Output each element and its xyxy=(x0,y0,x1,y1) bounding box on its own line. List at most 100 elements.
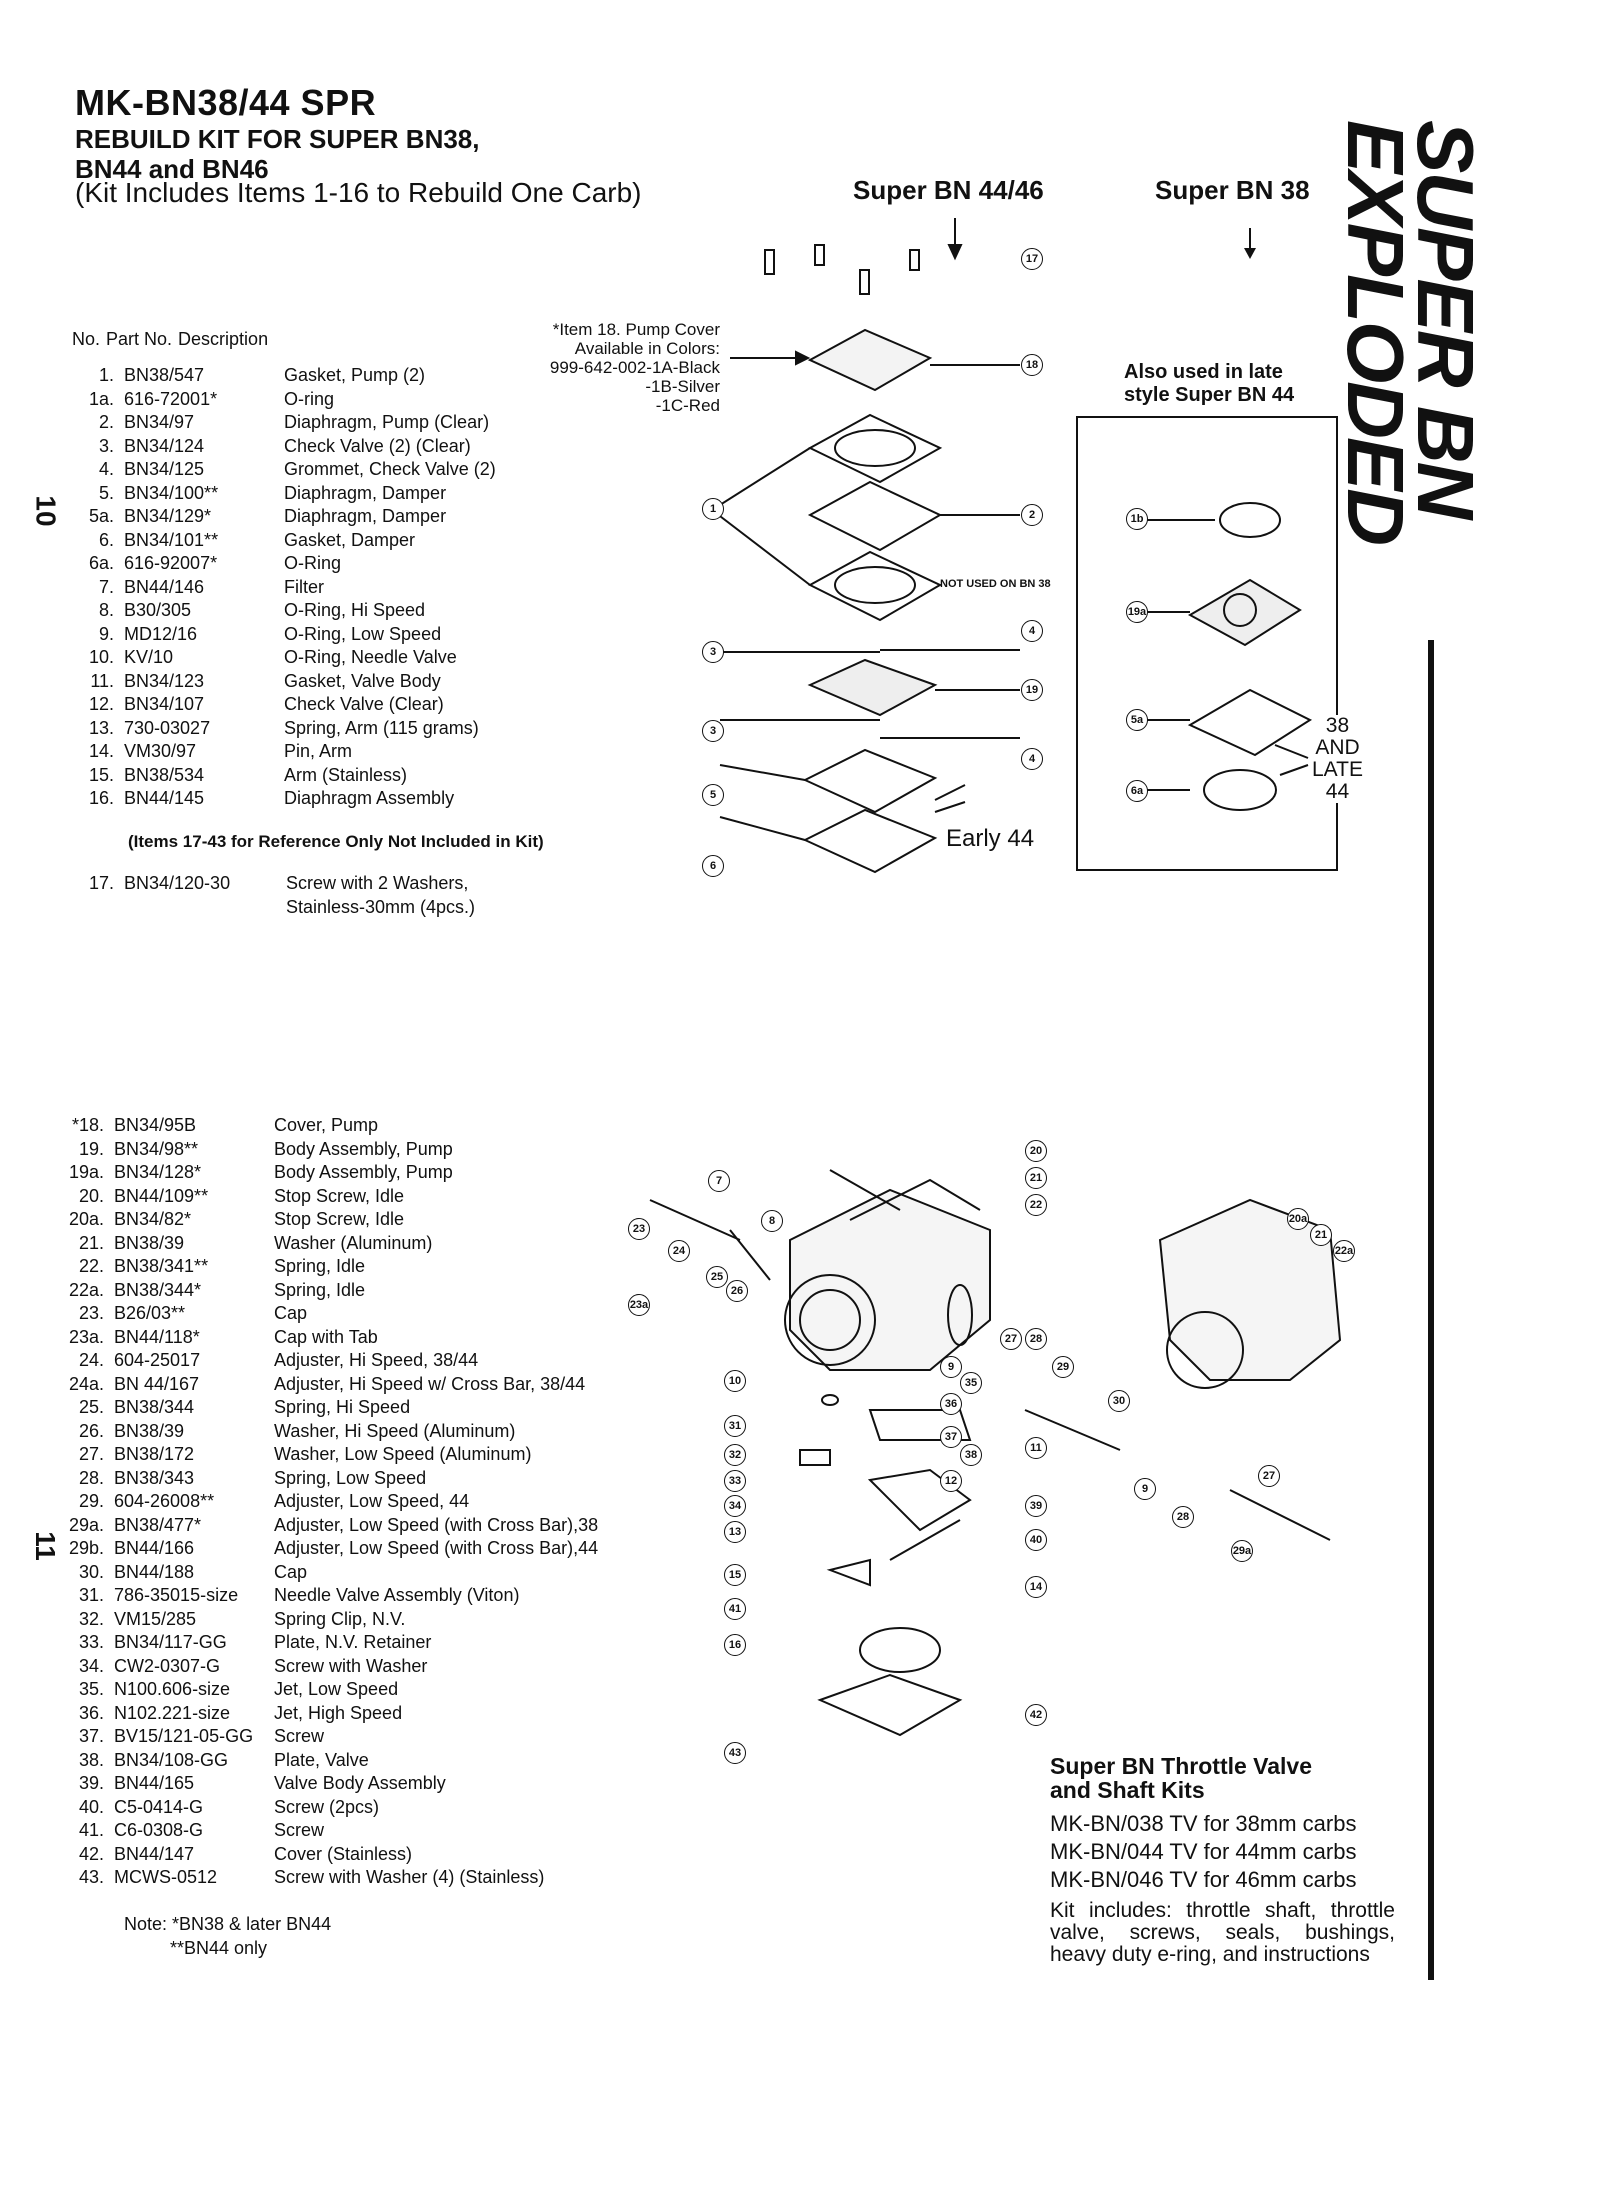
item-part: BN44/109** xyxy=(114,1185,209,1206)
callout-22: 22 xyxy=(1025,1194,1047,1216)
item-desc: Check Valve (2) (Clear) xyxy=(284,435,471,456)
footnote: Note: *BN38 & later BN44 **BN44 only xyxy=(124,1912,331,1960)
kit-line-038: MK-BN/038 TV for 38mm carbs xyxy=(1050,1811,1357,1836)
item-desc: Jet, High Speed xyxy=(274,1702,403,1723)
callout-18: 18 xyxy=(1021,354,1043,376)
callout-32: 32 xyxy=(724,1444,746,1466)
item-part: BN38/343 xyxy=(114,1467,195,1488)
item-no: 15. xyxy=(88,764,114,785)
item-part: BN34/82* xyxy=(114,1209,192,1229)
item-no: 20a. xyxy=(68,1209,104,1229)
item-desc: Plate, Valve xyxy=(274,1749,369,1770)
item-desc: Grommet, Check Valve (2) xyxy=(284,459,496,479)
callout-37: 37 xyxy=(940,1426,962,1448)
footnote-line1: Note: *BN38 & later BN44 xyxy=(124,1914,332,1934)
item-no: 17. xyxy=(88,873,114,893)
item-part: BN44/165 xyxy=(114,1773,195,1793)
note-line3: 999-642-002-1A-Black xyxy=(549,358,720,377)
item-desc: Diaphragm Assembly xyxy=(284,788,455,808)
table-row: 23a.BN44/118*Cap with Tab xyxy=(62,1326,598,1350)
callout-35: 35 xyxy=(960,1372,982,1394)
item-part: KV/10 xyxy=(124,647,174,667)
arrow-38 xyxy=(1240,228,1260,265)
item-no: 4. xyxy=(98,459,114,479)
item-desc: Diaphragm, Damper xyxy=(284,482,447,503)
item-part: BN38/534 xyxy=(124,764,205,785)
callout-5a: 5a xyxy=(1126,709,1148,731)
callout-27: 27 xyxy=(1000,1328,1022,1350)
item-part: BN38/477* xyxy=(114,1514,202,1535)
item-no: 3. xyxy=(98,435,114,456)
note-line2: Available in Colors: xyxy=(574,339,720,358)
item-part: BN34/95B xyxy=(114,1115,197,1135)
item-no: 30. xyxy=(78,1561,104,1582)
item-no: 42. xyxy=(78,1843,104,1864)
item-desc: O-ring xyxy=(284,388,335,409)
item-desc: Gasket, Pump (2) xyxy=(284,365,426,385)
callout-33: 33 xyxy=(724,1470,746,1492)
callout-22a-right: 22a xyxy=(1333,1240,1355,1262)
inset-caption-line2: style Super BN 44 xyxy=(1124,384,1295,406)
item-part: C5-0414-G xyxy=(114,1796,204,1817)
item-no: 8. xyxy=(98,600,114,620)
item-desc: Cap xyxy=(274,1303,308,1323)
diagram-header-44-46: Super BN 44/46 xyxy=(853,175,1044,205)
item-no: 24a. xyxy=(68,1373,104,1394)
side-label-44: 44 xyxy=(1325,780,1350,803)
callout-4: 4 xyxy=(1021,620,1043,642)
item-desc: Valve Body Assembly xyxy=(274,1773,446,1793)
item-no: 29. xyxy=(78,1491,104,1511)
item-desc: Cover, Pump xyxy=(274,1115,379,1135)
item-desc: Screw xyxy=(274,1820,325,1840)
kits-heading-line1: Super BN Throttle Valve xyxy=(1050,1753,1313,1779)
item-no: 19a. xyxy=(68,1162,104,1182)
callout-15: 15 xyxy=(724,1564,746,1586)
callout-23: 23 xyxy=(628,1218,650,1240)
item-no: 12. xyxy=(88,694,114,714)
callout-6a: 6a xyxy=(1126,780,1148,802)
item-no: 39. xyxy=(78,1773,104,1793)
callout-29: 29 xyxy=(1052,1356,1074,1378)
item-part: BN34/123 xyxy=(124,670,205,691)
item-part: BN34/117-GG xyxy=(114,1632,227,1652)
item-desc: Pin, Arm xyxy=(284,741,353,761)
item-no: 26. xyxy=(78,1420,104,1441)
item-part: BN38/547 xyxy=(124,365,205,385)
callout-11: 11 xyxy=(1025,1437,1047,1459)
callout-12: 12 xyxy=(940,1470,962,1492)
item-part: BN38/39 xyxy=(114,1420,185,1441)
kits-list: MK-BN/038 TV for 38mm carbs MK-BN/044 TV… xyxy=(1050,1810,1356,1894)
callout-27-right: 27 xyxy=(1258,1465,1280,1487)
table-row: 29a.BN38/477*Adjuster, Low Speed (with C… xyxy=(62,1514,598,1538)
item-part: BN44/118* xyxy=(114,1326,200,1347)
item-desc: Screw with Washer (4) (Stainless) xyxy=(274,1867,545,1887)
callout-7: 7 xyxy=(708,1170,730,1192)
col-no: No. xyxy=(72,329,101,349)
item-no: 41. xyxy=(78,1820,104,1840)
callout-8: 8 xyxy=(761,1210,783,1232)
banner-rule xyxy=(1428,640,1434,1980)
callout-25: 25 xyxy=(706,1266,728,1288)
callout-39: 39 xyxy=(1025,1495,1047,1517)
callout-34: 34 xyxy=(724,1495,746,1517)
item-no: 38. xyxy=(78,1749,104,1770)
item-no: *18. xyxy=(71,1115,104,1135)
item-part: BN44/188 xyxy=(114,1561,195,1582)
pump-cover-note: *Item 18. Pump Cover Available in Colors… xyxy=(520,320,720,415)
item-no: 22. xyxy=(78,1256,104,1276)
